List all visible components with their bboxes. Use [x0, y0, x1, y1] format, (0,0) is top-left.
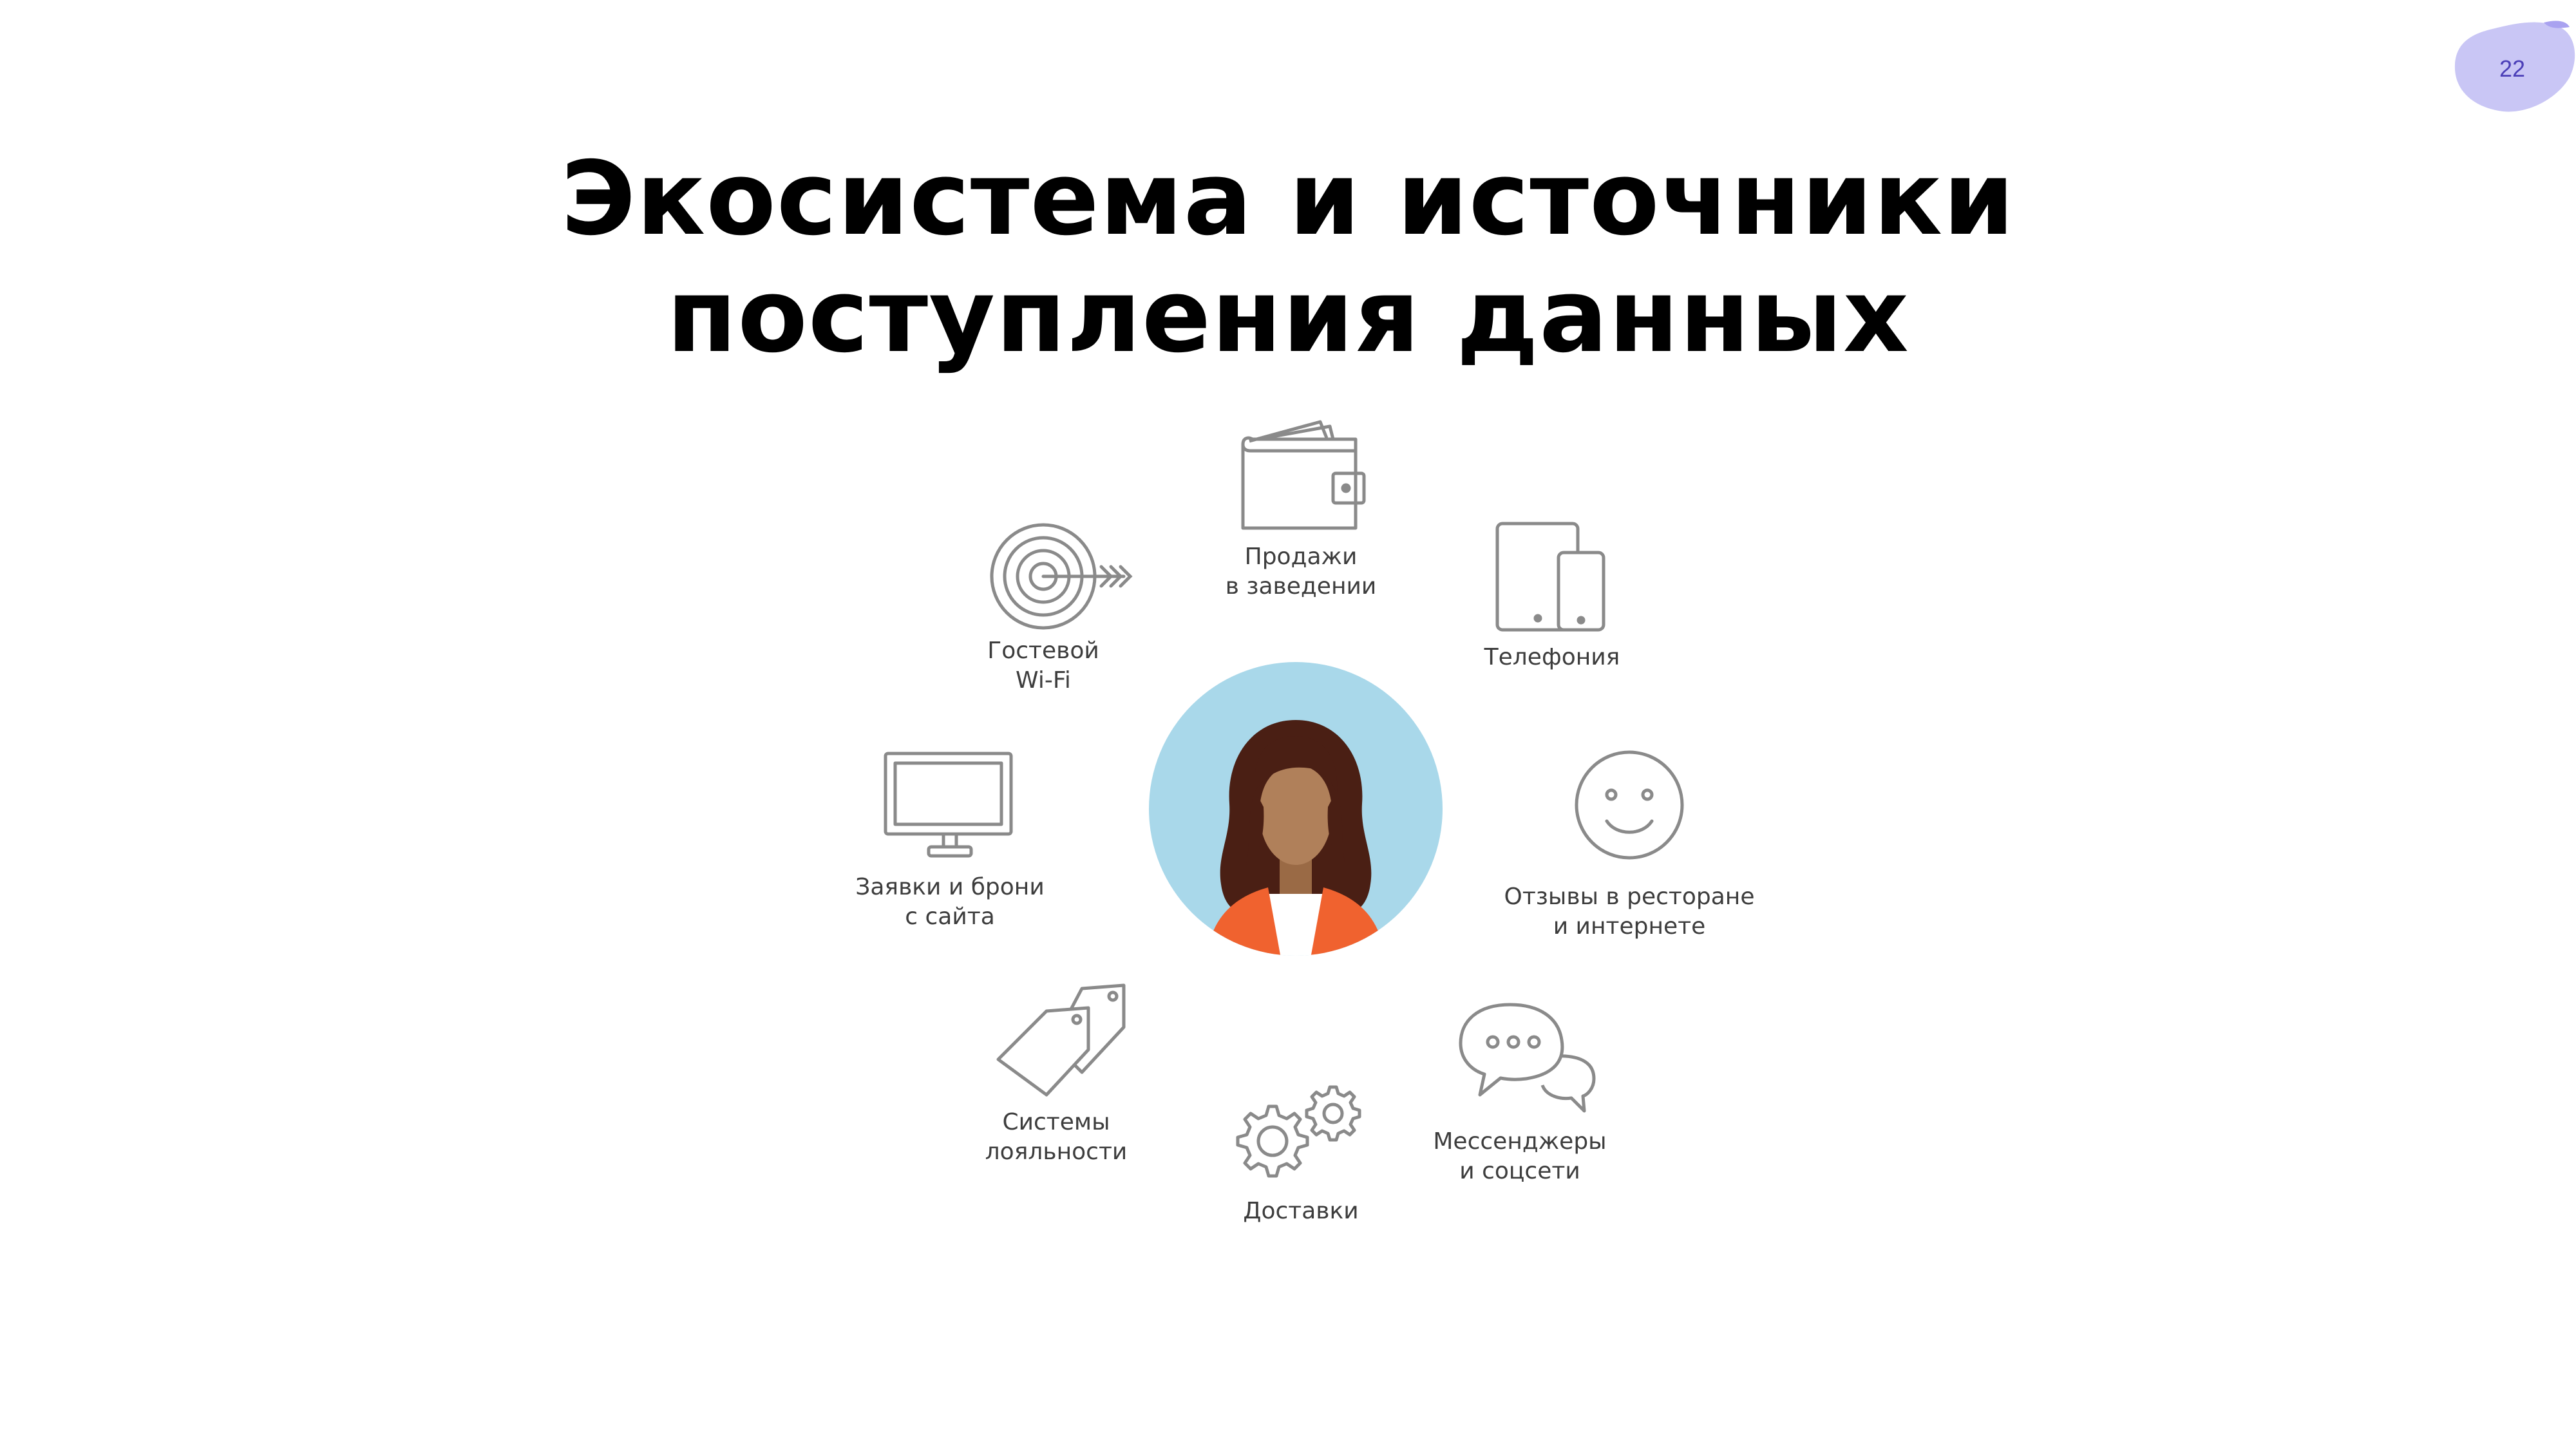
slide-title: Экосистема и источники поступления данны… [0, 140, 2576, 375]
loyalty-label-line-2: лояльности [985, 1139, 1128, 1165]
node-label-website: Заявки и брони с сайта [837, 873, 1063, 932]
node-label-delivery: Доставки [1204, 1197, 1397, 1226]
wifi-label-line-1: Гостевой [987, 638, 1099, 664]
node-label-sales: Продажи в заведении [1204, 542, 1397, 601]
page-number-badge [2447, 19, 2576, 122]
node-label-messengers: Мессенджеры и соцсети [1417, 1127, 1623, 1186]
devices-icon [1495, 522, 1605, 632]
target-icon [990, 523, 1133, 630]
title-line-1: Экосистема и источники [561, 140, 2015, 258]
telephony-label-line-1: Телефония [1484, 644, 1620, 670]
node-label-telephony: Телефония [1449, 643, 1655, 672]
reviews-label-line-2: и интернете [1553, 913, 1706, 940]
ecosystem-diagram: Продажи в заведении Телефония [837, 406, 1771, 1243]
page-number: 22 [2499, 55, 2526, 82]
node-label-reviews: Отзывы в ресторане и интернете [1501, 882, 1758, 942]
loyalty-label-line-1: Системы [1002, 1109, 1110, 1135]
person-avatar-icon [1149, 662, 1443, 956]
messengers-label-line-1: Мессенджеры [1433, 1128, 1607, 1155]
delivery-label-line-1: Доставки [1243, 1198, 1359, 1224]
chat-bubbles-icon [1459, 1003, 1596, 1113]
sales-label-line-2: в заведении [1225, 573, 1377, 600]
badge-blob-icon [2454, 21, 2575, 112]
sales-label-line-1: Продажи [1244, 544, 1358, 570]
messengers-label-line-2: и соцсети [1459, 1158, 1580, 1184]
tags-icon [996, 983, 1126, 1097]
website-label-line-2: с сайта [905, 904, 995, 930]
node-label-wifi: Гостевой Wi-Fi [947, 636, 1140, 696]
reviews-label-line-1: Отзывы в ресторане [1504, 884, 1755, 910]
title-line-2: поступления данных [667, 257, 1909, 375]
wallet-icon [1241, 420, 1366, 530]
gears-icon [1236, 1085, 1361, 1178]
monitor-icon [884, 752, 1013, 858]
website-label-line-1: Заявки и брони [855, 874, 1045, 900]
node-label-loyalty: Системы лояльности [960, 1108, 1153, 1167]
wifi-label-line-2: Wi-Fi [1016, 667, 1071, 694]
smiley-icon [1575, 750, 1684, 860]
